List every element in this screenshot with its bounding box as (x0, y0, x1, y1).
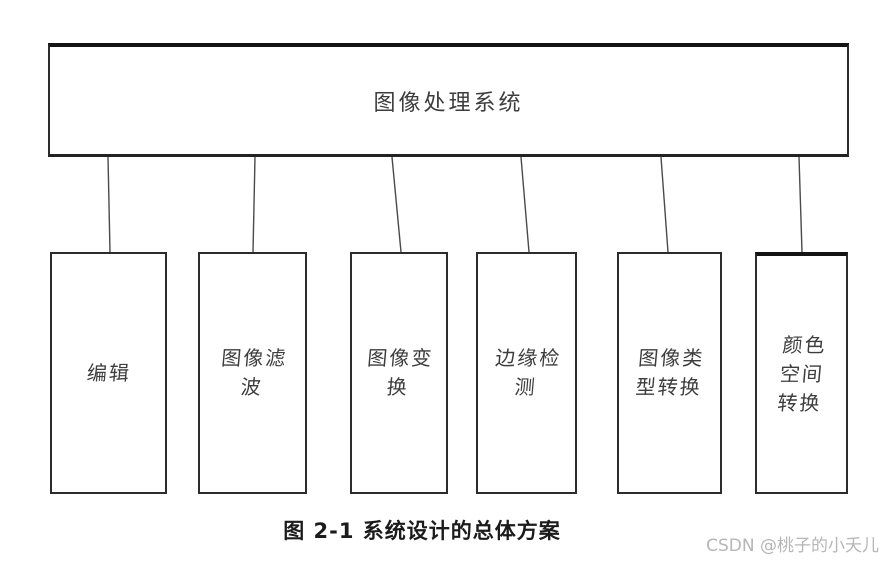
node-label: 颜色 空间 转换 (775, 332, 828, 415)
node-image-processing-system: 图像处理系统 (48, 43, 849, 157)
connector-line-image-filtering (252, 156, 256, 253)
connector-line-image-type-conversion (660, 156, 669, 253)
node-color-space-conversion: 颜色 空间 转换 (755, 252, 848, 494)
node-label: 图像变 换 (366, 346, 435, 399)
connector-line-edge-detection (520, 156, 530, 253)
node-label: 编辑 (85, 360, 132, 385)
node-label: 图像处理系统 (373, 90, 524, 116)
node-edit: 编辑 (50, 252, 167, 494)
node-image-filtering: 图像滤 波 (198, 252, 307, 494)
connector-line-edit (107, 156, 111, 253)
node-image-transform: 图像变 换 (350, 252, 448, 494)
figure-caption: 图 2-1 系统设计的总体方案 (283, 519, 561, 543)
connector-line-color-space-conversion (798, 156, 803, 253)
node-label: 图像滤 波 (219, 346, 288, 399)
connector-line-image-transform (391, 156, 402, 253)
node-label: 图像类 型转换 (634, 346, 705, 399)
node-image-type-conversion: 图像类 型转换 (617, 252, 722, 494)
csdn-watermark: CSDN @桃子的小夭儿 (706, 536, 879, 556)
node-label: 边缘检 测 (493, 346, 562, 399)
node-edge-detection: 边缘检 测 (476, 252, 577, 494)
